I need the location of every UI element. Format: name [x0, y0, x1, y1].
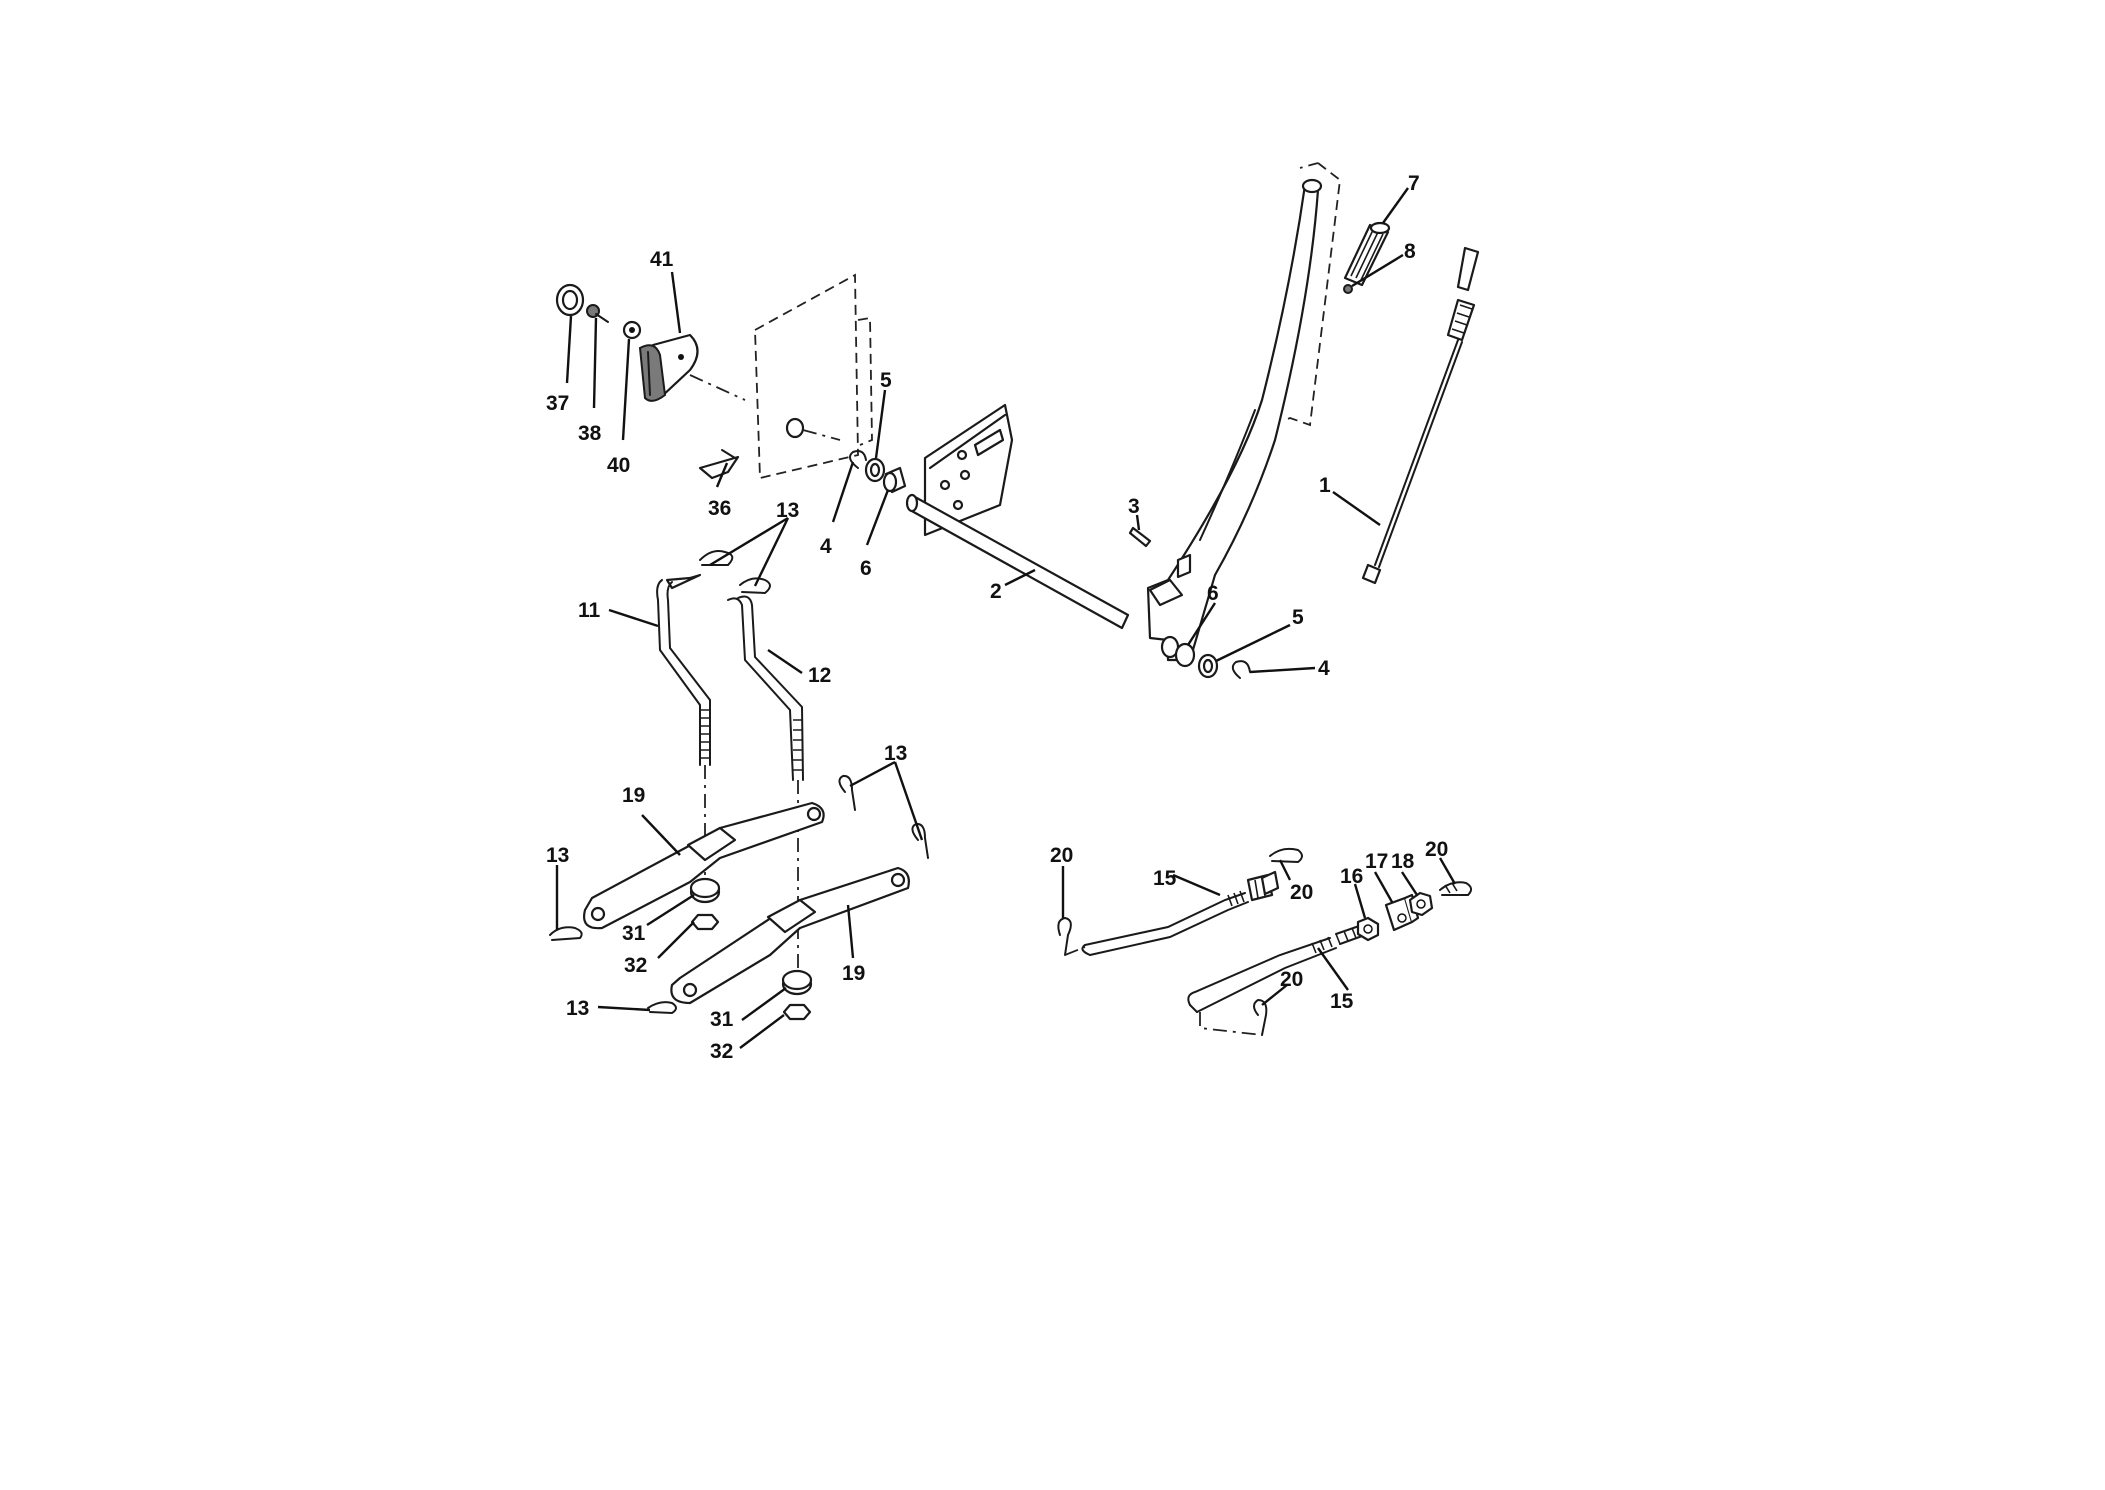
- callout-13-upper: 13: [776, 499, 799, 522]
- rod-1: [1361, 246, 1480, 585]
- callout-4-left: 4: [820, 535, 832, 558]
- shaft-2: [905, 493, 1130, 630]
- callout-3: 3: [1128, 495, 1140, 518]
- callouts: 1 2 3 4 4 5 5 6 6 7 8 11 12 13 13 13 13 …: [546, 172, 1448, 1063]
- washer-5-right: [1197, 653, 1219, 679]
- callout-32-lower: 32: [710, 1040, 733, 1063]
- hairpin-13-bottom: [647, 1001, 677, 1015]
- callout-20-d: 20: [1425, 838, 1448, 861]
- washer-40: [622, 320, 642, 340]
- frame-phantom: [754, 273, 873, 480]
- callout-11: 11: [578, 599, 601, 622]
- knob-41: [638, 333, 699, 402]
- callout-1: 1: [1319, 474, 1331, 497]
- callout-16: 16: [1340, 865, 1363, 888]
- callout-2: 2: [990, 580, 1002, 603]
- rod-15-upper: [1081, 870, 1280, 956]
- axis-line-41: [689, 374, 746, 401]
- handle-phantom: [1285, 162, 1341, 427]
- lift-link-11: [656, 573, 711, 900]
- lift-arm-19-lower: [670, 866, 910, 1005]
- hairpin-13-upper-b: [739, 577, 771, 595]
- callout-17: 17: [1365, 850, 1388, 873]
- callout-38: 38: [578, 422, 602, 445]
- callout-6-left: 6: [860, 557, 872, 580]
- callout-5-right: 5: [1292, 606, 1304, 629]
- callout-20-a: 20: [1050, 844, 1073, 867]
- ring-37: [555, 283, 585, 317]
- callout-6-right: 6: [1207, 582, 1219, 605]
- clip-36: [698, 449, 740, 480]
- hairpin-13-upper-a: [699, 550, 734, 566]
- callout-8: 8: [1404, 240, 1416, 263]
- grip-7: [1343, 221, 1391, 287]
- callout-40: 40: [607, 454, 630, 477]
- nut-32-lower: [782, 1003, 812, 1021]
- nut-18: [1408, 891, 1434, 917]
- callout-7: 7: [1408, 172, 1420, 195]
- hairpin-13-left: [549, 926, 583, 941]
- nut-16: [1356, 916, 1380, 942]
- clip-4-right: [1231, 660, 1251, 679]
- callout-36: 36: [708, 497, 731, 520]
- callout-4-right: 4: [1318, 657, 1330, 680]
- callout-12: 12: [808, 664, 831, 687]
- rod-15-lower: [1187, 924, 1366, 1013]
- bushing-6-left: [882, 466, 907, 494]
- callout-5-left: 5: [880, 369, 892, 392]
- nut-32-upper: [690, 913, 720, 931]
- callout-20-c: 20: [1280, 968, 1303, 991]
- bushing-6-right: [1160, 635, 1196, 668]
- callout-15-upper: 15: [1153, 867, 1177, 890]
- callout-20-b: 20: [1290, 881, 1313, 904]
- callout-19-upper: 19: [622, 784, 645, 807]
- callout-13-left: 13: [546, 844, 569, 867]
- frame-stud: [785, 417, 841, 441]
- callout-13-bottom: 13: [566, 997, 589, 1020]
- spacer-31-lower: [781, 969, 813, 996]
- screw-38: [586, 304, 609, 323]
- callout-15-lower: 15: [1330, 990, 1354, 1013]
- hairpin-20-a: [1057, 916, 1086, 956]
- callout-31-upper: 31: [622, 922, 646, 945]
- callout-32-upper: 32: [624, 954, 647, 977]
- washer-5-left: [864, 457, 886, 483]
- callout-31-lower: 31: [710, 1008, 734, 1031]
- hairpin-20-c: [1199, 998, 1268, 1036]
- leader-lines: [555, 187, 1457, 1049]
- hairpin-20-b: [1269, 847, 1303, 864]
- hairpin-20-d: [1439, 881, 1472, 896]
- button-8: [1343, 284, 1353, 294]
- callout-37: 37: [546, 392, 569, 415]
- callout-13-right: 13: [884, 742, 907, 765]
- hairpin-13-right-b: [911, 822, 929, 859]
- bracket-plate: [923, 403, 1014, 537]
- roll-pin-3: [1128, 526, 1152, 548]
- lift-arm-19-upper: [583, 801, 825, 930]
- callout-41: 41: [650, 248, 674, 271]
- lift-handle: [1146, 178, 1323, 662]
- hairpin-13-right-a: [838, 774, 856, 811]
- callout-19-lower: 19: [842, 962, 865, 985]
- callout-18: 18: [1391, 850, 1415, 873]
- spacer-31-upper: [689, 877, 721, 904]
